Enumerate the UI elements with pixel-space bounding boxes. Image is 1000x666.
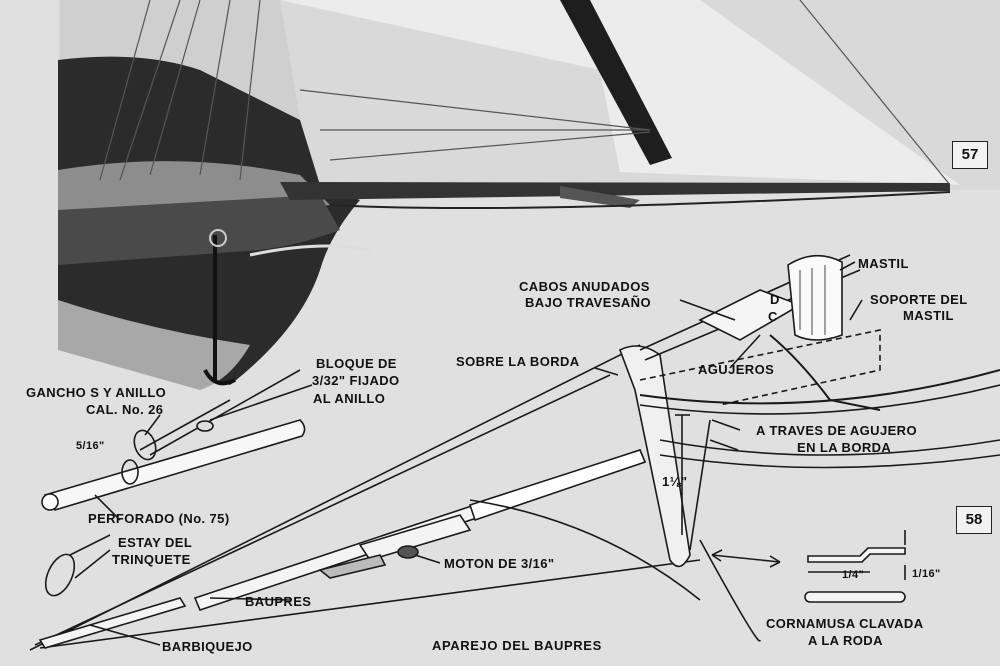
label-moton: MOTON DE 3/16"	[444, 556, 555, 571]
label-dim-1-1-8: 1⅛"	[662, 474, 688, 489]
label-baupres: BAUPRES	[245, 594, 312, 609]
label-cornamusa-1: CORNAMUSA CLAVADA	[766, 616, 924, 631]
photo-ship-bow	[58, 0, 1000, 390]
label-cabos-1: CABOS ANUDADOS	[519, 279, 650, 294]
label-a-traves-2: EN LA BORDA	[797, 440, 892, 455]
label-cornamusa-2: A LA RODA	[808, 633, 883, 648]
label-barbiquejo: BARBIQUEJO	[162, 639, 253, 654]
label-a-traves-1: A TRAVES DE AGUJERO	[756, 423, 917, 438]
label-dim-5-16: 5/16"	[76, 440, 105, 452]
label-letter-c: C	[768, 309, 778, 324]
label-soporte-1: SOPORTE DEL	[870, 292, 968, 307]
label-letter-d: D	[770, 292, 780, 307]
label-dim-1-16: 1/16"	[912, 568, 941, 580]
label-sobre-la-borda: SOBRE LA BORDA	[456, 354, 580, 369]
label-gancho-2: CAL. No. 26	[86, 402, 164, 417]
label-dim-1-4: 1/4"	[842, 569, 865, 581]
label-bloque-1: BLOQUE DE	[316, 356, 397, 371]
drawing-bowsprit-rigging	[29, 254, 1000, 651]
label-agujeros: AGUJEROS	[698, 362, 775, 377]
label-estay-1: ESTAY DEL	[118, 535, 193, 550]
label-gancho-1: GANCHO S Y ANILLO	[26, 385, 167, 400]
figure-number-58: 58	[956, 506, 992, 534]
label-perforado: PERFORADO (No. 75)	[88, 511, 230, 526]
diagram-title: APAREJO DEL BAUPRES	[432, 638, 602, 653]
label-estay-2: TRINQUETE	[112, 552, 191, 567]
label-bloque-3: AL ANILLO	[313, 391, 386, 406]
label-cabos-2: BAJO TRAVESAÑO	[525, 295, 651, 310]
figure-number-57: 57	[952, 141, 988, 169]
label-mastil: MASTIL	[858, 256, 909, 271]
label-soporte-2: MASTIL	[903, 308, 954, 323]
label-bloque-2: 3/32" FIJADO	[312, 373, 400, 388]
